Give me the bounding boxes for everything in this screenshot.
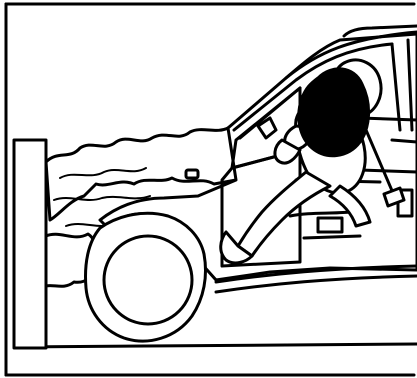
wheel-icon	[86, 213, 206, 341]
wheel-rim	[104, 236, 192, 324]
ground-line	[14, 344, 417, 347]
door-handle-icon	[186, 170, 198, 178]
crash-barrier-icon	[14, 140, 46, 348]
